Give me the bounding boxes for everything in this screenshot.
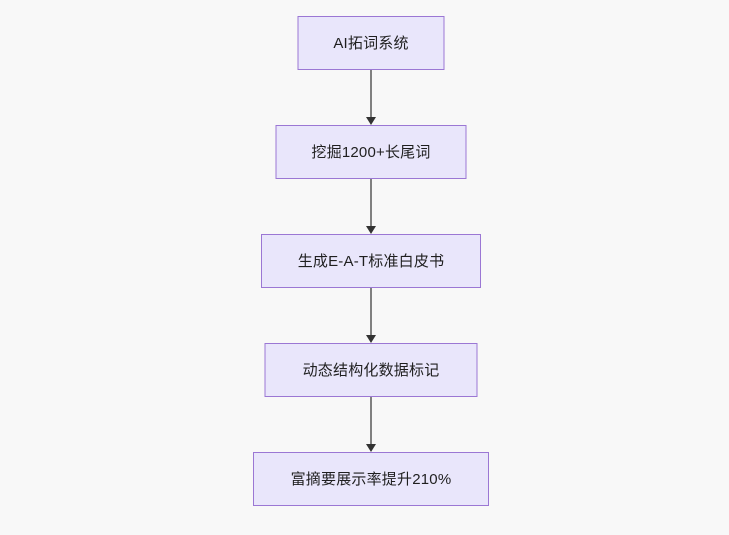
edge-line bbox=[370, 179, 372, 226]
edge-line bbox=[370, 70, 372, 117]
flow-node-dynamic-structured-data-markup[interactable]: 动态结构化数据标记 bbox=[264, 343, 478, 397]
flow-node-rich-snippet-uplift[interactable]: 富摘要展示率提升210% bbox=[253, 452, 489, 506]
arrow-down-icon bbox=[366, 444, 376, 452]
flow-edge-n0-n1 bbox=[364, 70, 378, 125]
flow-node-label: AI拓词系统 bbox=[333, 34, 409, 52]
flow-edge-n3-n4 bbox=[364, 397, 378, 452]
flow-node-ai-keyword-system[interactable]: AI拓词系统 bbox=[297, 16, 445, 70]
flow-node-mine-longtail-keywords[interactable]: 挖掘1200+长尾词 bbox=[275, 125, 467, 179]
arrow-down-icon bbox=[366, 335, 376, 343]
arrow-down-icon bbox=[366, 117, 376, 125]
flow-node-label: 挖掘1200+长尾词 bbox=[311, 143, 431, 161]
flow-node-label: 生成E-A-T标准白皮书 bbox=[297, 252, 445, 270]
edge-line bbox=[370, 397, 372, 444]
edge-line bbox=[370, 288, 372, 335]
flow-node-label: 富摘要展示率提升210% bbox=[290, 470, 452, 488]
flow-edge-n1-n2 bbox=[364, 179, 378, 234]
flow-node-label: 动态结构化数据标记 bbox=[302, 361, 440, 379]
flow-node-generate-eat-whitepaper[interactable]: 生成E-A-T标准白皮书 bbox=[261, 234, 481, 288]
arrow-down-icon bbox=[366, 226, 376, 234]
flow-edge-n2-n3 bbox=[364, 288, 378, 343]
